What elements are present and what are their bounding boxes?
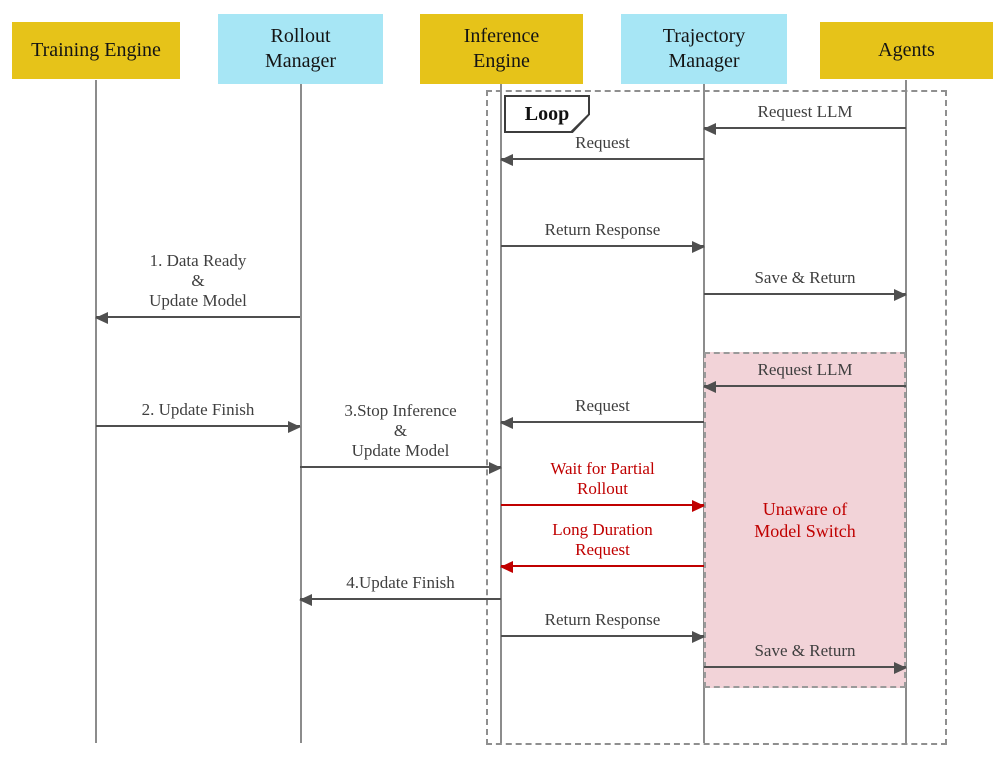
arrow-right-icon xyxy=(704,662,907,674)
arrow-left-icon xyxy=(703,381,906,393)
actor-rollout-manager: Rollout Manager xyxy=(218,14,383,84)
lifeline-training-engine xyxy=(95,80,97,743)
message-label: 4.Update Finish xyxy=(346,572,455,592)
actor-trajectory-manager: Trajectory Manager xyxy=(621,14,787,84)
arrow-left-icon xyxy=(500,417,704,429)
actor-label: Agents xyxy=(878,39,935,61)
arrow-right-icon xyxy=(501,500,705,512)
message-label: 3.Stop Inference & Update Model xyxy=(344,400,457,460)
actor-label: Training Engine xyxy=(31,39,161,61)
message-label: Request xyxy=(575,132,630,152)
message-label: Request LLM xyxy=(757,359,853,379)
actor-label: Trajectory Manager xyxy=(662,25,746,72)
arrow-right-icon xyxy=(501,241,705,253)
message-label: 1. Data Ready & Update Model xyxy=(149,250,247,310)
arrow-left-icon xyxy=(95,312,300,324)
message-label: Wait for Partial Rollout xyxy=(550,458,655,498)
arrow-right-icon xyxy=(96,421,301,433)
message-label: Return Response xyxy=(544,219,661,239)
message-label: Save & Return xyxy=(754,640,856,660)
actor-label: Rollout Manager xyxy=(264,25,337,72)
arrow-left-icon xyxy=(500,561,704,573)
lifeline-rollout-manager xyxy=(300,80,302,743)
arrow-left-icon xyxy=(500,154,704,166)
lifeline-agents xyxy=(905,80,907,743)
arrow-right-icon xyxy=(704,289,907,301)
actor-training-engine: Training Engine xyxy=(12,22,180,79)
loop-label: Loop xyxy=(506,97,588,131)
message-label: Save & Return xyxy=(754,267,856,287)
arrow-left-icon xyxy=(299,594,501,606)
message-label: Long Duration Request xyxy=(552,519,653,559)
unaware-region-note: Unaware of Model Switch xyxy=(754,498,856,542)
actor-label: Inference Engine xyxy=(463,25,540,72)
message-label: Request xyxy=(575,395,630,415)
arrow-right-icon xyxy=(501,631,705,643)
message-label: Request LLM xyxy=(757,101,853,121)
actor-agents: Agents xyxy=(820,22,993,79)
message-label: Return Response xyxy=(544,609,661,629)
actor-inference-engine: Inference Engine xyxy=(420,14,583,84)
loop-label-tab: Loop xyxy=(504,95,590,133)
lifeline-inference-engine xyxy=(500,80,502,743)
unaware-region: Unaware of Model Switch xyxy=(704,352,906,688)
message-label: 2. Update Finish xyxy=(141,399,255,419)
loop-fragment-frame xyxy=(486,90,947,745)
arrow-right-icon xyxy=(300,462,502,474)
arrow-left-icon xyxy=(703,123,906,135)
